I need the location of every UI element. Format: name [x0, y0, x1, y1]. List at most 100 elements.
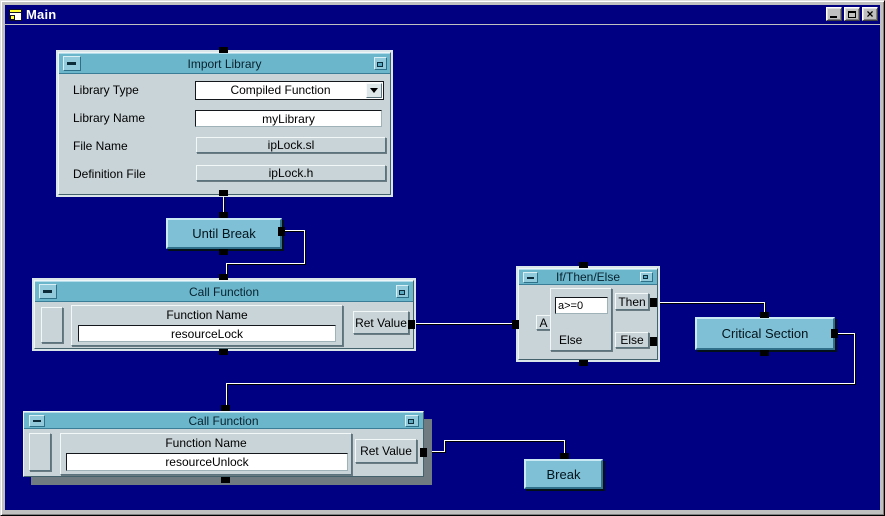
wire-segment: [226, 263, 227, 277]
open-detail-button[interactable]: [396, 285, 409, 298]
dropdown-button[interactable]: [366, 83, 382, 98]
wire-segment: [764, 302, 765, 314]
connection-pin[interactable]: [650, 337, 657, 346]
wire-segment: [425, 451, 445, 452]
import-library-box[interactable]: Import Library Library Type Compiled Fun…: [58, 52, 391, 195]
connection-pin[interactable]: [831, 329, 838, 338]
function-name-label: Function Name: [165, 436, 247, 450]
window-controls: ×: [824, 7, 878, 21]
connection-pin[interactable]: [760, 350, 769, 356]
if-then-else-titlebar[interactable]: If/Then/Else: [519, 269, 657, 285]
critical-section-label: Critical Section: [721, 326, 809, 341]
box-title: Call Function: [188, 413, 259, 428]
close-icon: ×: [866, 7, 874, 21]
call-function-lock-titlebar[interactable]: Call Function: [35, 281, 413, 302]
collapse-button[interactable]: [29, 415, 45, 427]
import-library-titlebar[interactable]: Import Library: [59, 53, 390, 74]
wire-segment: [304, 230, 305, 264]
call-function-lock-box[interactable]: Call Function Function Name Ret Value: [34, 280, 414, 349]
close-button[interactable]: ×: [862, 7, 878, 21]
connection-pin[interactable]: [219, 212, 228, 218]
condition-input[interactable]: [555, 297, 608, 314]
wire-segment: [444, 440, 445, 452]
else-caption: Else: [559, 333, 583, 347]
library-type-label: Library Type: [73, 83, 139, 97]
else-terminal[interactable]: Else: [615, 332, 649, 348]
connection-pin[interactable]: [219, 47, 228, 53]
collapse-button[interactable]: [63, 56, 81, 71]
connection-pin[interactable]: [219, 249, 228, 255]
break-label: Break: [546, 466, 581, 482]
if-then-else-box[interactable]: If/Then/Else A Else Then Else: [518, 268, 658, 360]
detail-icon: [377, 62, 383, 67]
open-detail-button[interactable]: [374, 57, 387, 70]
maximize-icon: [848, 10, 856, 18]
maximize-button[interactable]: [844, 7, 860, 21]
connection-pin[interactable]: [219, 190, 228, 196]
box-title: If/Then/Else: [555, 270, 621, 284]
connection-pin[interactable]: [278, 227, 285, 236]
open-detail-button[interactable]: [640, 272, 653, 282]
minimize-button[interactable]: [826, 7, 842, 21]
connection-pin[interactable]: [408, 320, 415, 329]
program-canvas[interactable]: Import Library Library Type Compiled Fun…: [5, 25, 880, 510]
wire-segment: [282, 230, 305, 231]
collapse-icon: [67, 61, 76, 65]
ret-value-terminal[interactable]: Ret Value: [353, 311, 409, 334]
wire-segment: [564, 440, 565, 455]
wire-segment: [226, 263, 305, 264]
ret-value-terminal[interactable]: Ret Value: [355, 439, 417, 463]
input-terminal-area: [29, 433, 51, 471]
detail-icon: [408, 419, 414, 424]
connection-pin[interactable]: [650, 298, 657, 307]
app-icon-titlebar: [10, 9, 21, 13]
box-title: Call Function: [188, 284, 260, 299]
until-break-label: Until Break: [192, 226, 256, 241]
connection-pin[interactable]: [420, 448, 427, 457]
connection-pin[interactable]: [219, 274, 228, 280]
break-object[interactable]: Break: [524, 459, 603, 489]
connection-pin[interactable]: [219, 349, 228, 355]
connection-pin[interactable]: [579, 262, 588, 268]
until-break-object[interactable]: Until Break: [166, 218, 282, 249]
detail-icon: [399, 290, 405, 295]
then-terminal[interactable]: Then: [615, 293, 649, 310]
collapse-icon: [527, 276, 534, 279]
connection-pin[interactable]: [221, 405, 230, 411]
definition-file-label: Definition File: [73, 167, 146, 181]
wire-segment: [413, 323, 513, 324]
connection-pin[interactable]: [560, 453, 569, 459]
definition-file-button[interactable]: ipLock.h: [196, 165, 386, 181]
input-terminal-a[interactable]: A: [536, 315, 551, 330]
connection-pin[interactable]: [579, 360, 588, 366]
connection-pin[interactable]: [512, 320, 519, 329]
function-name-panel: Function Name: [71, 305, 343, 346]
file-name-button[interactable]: ipLock.sl: [196, 137, 386, 153]
library-name-input[interactable]: [195, 110, 382, 127]
minimize-icon: [830, 16, 837, 18]
connection-pin[interactable]: [760, 312, 769, 318]
connection-pin[interactable]: [221, 477, 230, 483]
file-name-label: File Name: [73, 139, 128, 153]
collapse-icon: [43, 289, 52, 293]
function-name-input[interactable]: [66, 453, 348, 471]
collapse-icon: [33, 420, 41, 422]
window-titlebar[interactable]: Main ×: [5, 5, 880, 24]
function-name-label: Function Name: [166, 308, 248, 322]
collapse-button[interactable]: [39, 284, 57, 299]
function-name-input[interactable]: [78, 325, 336, 342]
wire-segment: [655, 302, 765, 303]
wire-segment: [226, 383, 227, 407]
library-type-value: Compiled Function: [230, 83, 331, 97]
call-function-unlock-titlebar[interactable]: Call Function: [24, 412, 423, 429]
window-title: Main: [26, 7, 57, 22]
library-type-dropdown[interactable]: Compiled Function: [195, 81, 384, 100]
critical-section-object[interactable]: Critical Section: [695, 317, 835, 350]
wire-segment: [223, 190, 224, 218]
collapse-button[interactable]: [523, 272, 538, 283]
open-detail-button[interactable]: [405, 415, 419, 427]
function-name-panel: Function Name: [60, 433, 352, 475]
call-function-unlock-box[interactable]: Call Function Function Name Ret Value: [23, 411, 424, 477]
wire-segment: [444, 440, 565, 441]
